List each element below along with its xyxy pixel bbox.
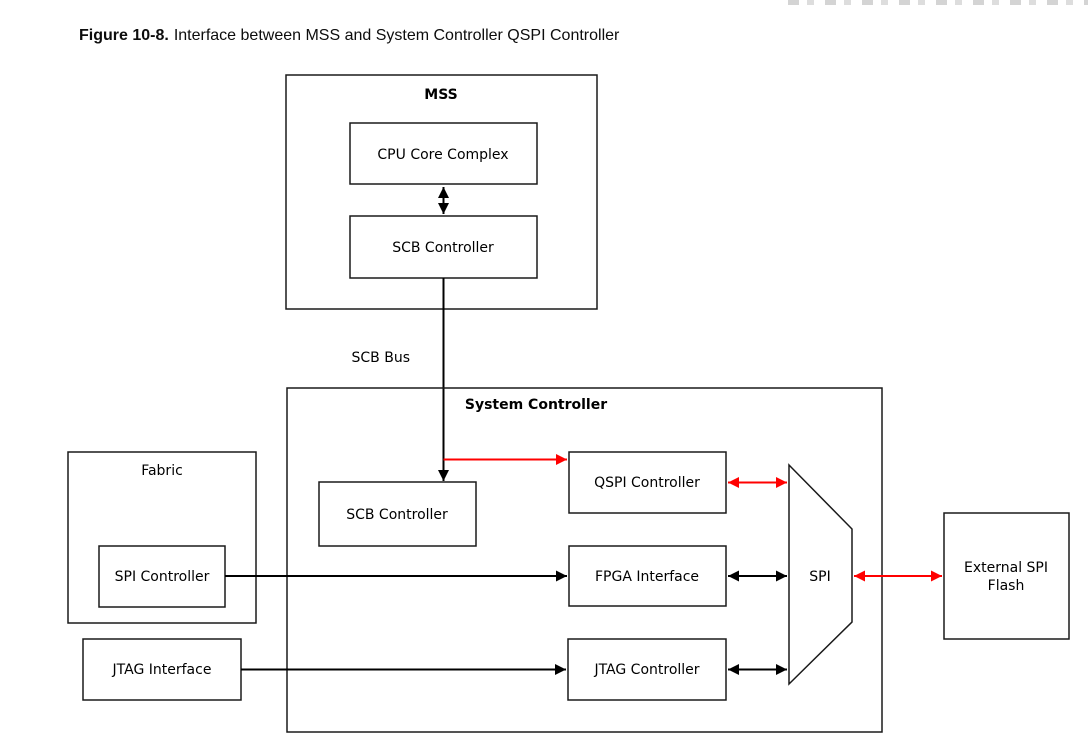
system-controller-title: System Controller	[465, 397, 607, 413]
external-spi-flash-label-line1: External SPI	[964, 560, 1048, 576]
qspi-controller-box	[568, 451, 727, 514]
spi-mux-label: SPI	[809, 569, 830, 585]
cpu-core-complex-label: CPU Core Complex	[377, 147, 508, 163]
fpga-interface-box	[568, 545, 727, 607]
cropped-page-header-text	[788, 0, 1088, 5]
jtag-controller-box	[567, 638, 727, 701]
spi-mux-trapezoid	[788, 463, 853, 686]
spi-controller-label: SPI Controller	[115, 569, 210, 585]
qspi-controller-label: QSPI Controller	[594, 475, 700, 491]
sc-scb-controller-label: SCB Controller	[346, 507, 448, 523]
figure-caption-text: Interface between MSS and System Control…	[173, 27, 620, 44]
jtag-controller-label: JTAG Controller	[593, 662, 699, 678]
fabric-title: Fabric	[141, 463, 183, 479]
mss-box	[285, 74, 598, 310]
figure-caption: Figure 10-8.Interface between MSS and Sy…	[79, 27, 619, 45]
external-spi-flash-label-line2: Flash	[988, 578, 1025, 594]
fpga-interface-label: FPGA Interface	[595, 569, 699, 585]
sc-scb-controller-box	[318, 481, 477, 547]
mss-scb-controller-label: SCB Controller	[392, 240, 494, 256]
figure-caption-label: Figure 10-8.	[79, 27, 169, 44]
mss-title: MSS	[424, 87, 457, 103]
jtag-interface-label: JTAG Interface	[112, 662, 212, 678]
external-spi-flash-box	[943, 512, 1070, 640]
scb-bus-label: SCB Bus	[352, 350, 411, 366]
cpu-core-complex-box	[349, 122, 538, 185]
fabric-box	[67, 451, 257, 624]
system-controller-box	[286, 387, 883, 733]
